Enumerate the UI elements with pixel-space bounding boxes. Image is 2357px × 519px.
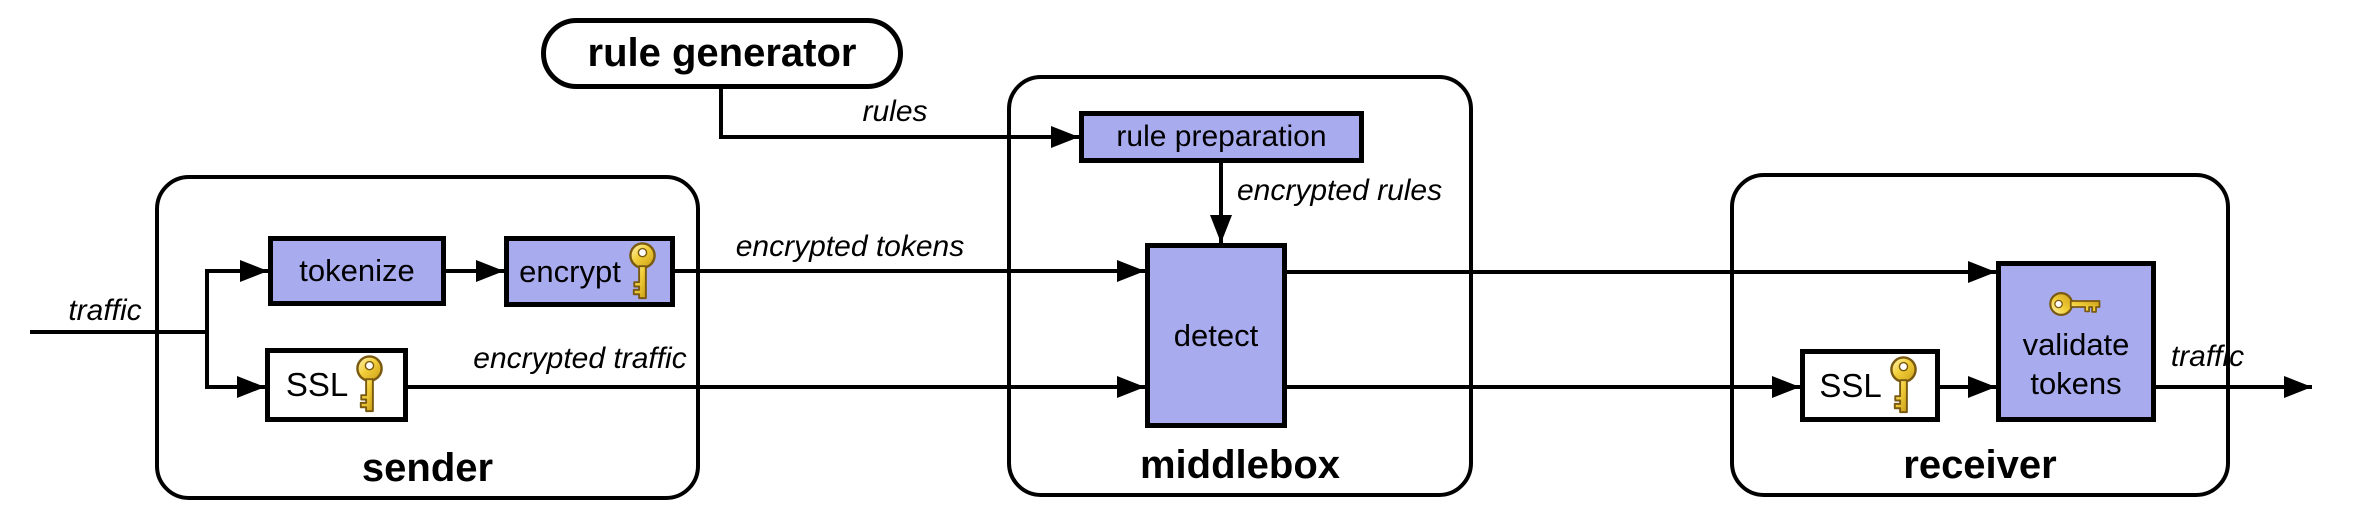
key-icon xyxy=(2049,291,2101,316)
rule-preparation-node: rule preparation xyxy=(1079,111,1364,163)
detect-node: detect xyxy=(1145,243,1287,428)
key-icon xyxy=(356,355,383,413)
key-icon xyxy=(1889,355,1917,413)
encrypt-node: encrypt xyxy=(504,236,675,307)
rule-preparation-label: rule preparation xyxy=(1116,120,1327,153)
rule-generator-label: rule generator xyxy=(587,31,857,75)
edge-label-encrypted-traffic: encrypted traffic xyxy=(473,342,687,375)
edge-label-encrypted-rules: encrypted rules xyxy=(1237,174,1443,207)
sender-ssl-label: SSL xyxy=(285,366,349,403)
key-icon xyxy=(629,241,656,299)
rule-generator-node: rule generator xyxy=(541,18,903,89)
validate-tokens-node: validate tokens xyxy=(1996,261,2156,422)
detect-label: detect xyxy=(1173,317,1259,353)
edge-label-rules: rules xyxy=(862,95,928,128)
middlebox-label: middlebox xyxy=(1139,443,1341,487)
receiver-label: receiver xyxy=(1903,443,2057,487)
validate-tokens-label: validate tokens xyxy=(2022,326,2130,401)
edge-label-traffic-out: traffic xyxy=(2170,340,2245,373)
tokenize-node: tokenize xyxy=(268,236,446,306)
sender-label: sender xyxy=(361,446,494,490)
receiver-group: receiver xyxy=(1730,173,2230,497)
edge-label-traffic-in: traffic xyxy=(68,294,142,327)
encrypt-label: encrypt xyxy=(519,253,621,289)
receiver-ssl-node: SSL xyxy=(1800,349,1940,422)
middlebox-group: middlebox xyxy=(1007,75,1473,497)
receiver-ssl-label: SSL xyxy=(1819,366,1882,404)
sender-ssl-node: SSL xyxy=(265,348,408,422)
edge-label-encrypted-tokens: encrypted tokens xyxy=(735,230,965,263)
tokenize-label: tokenize xyxy=(299,253,415,288)
sender-group: sender xyxy=(155,175,700,500)
